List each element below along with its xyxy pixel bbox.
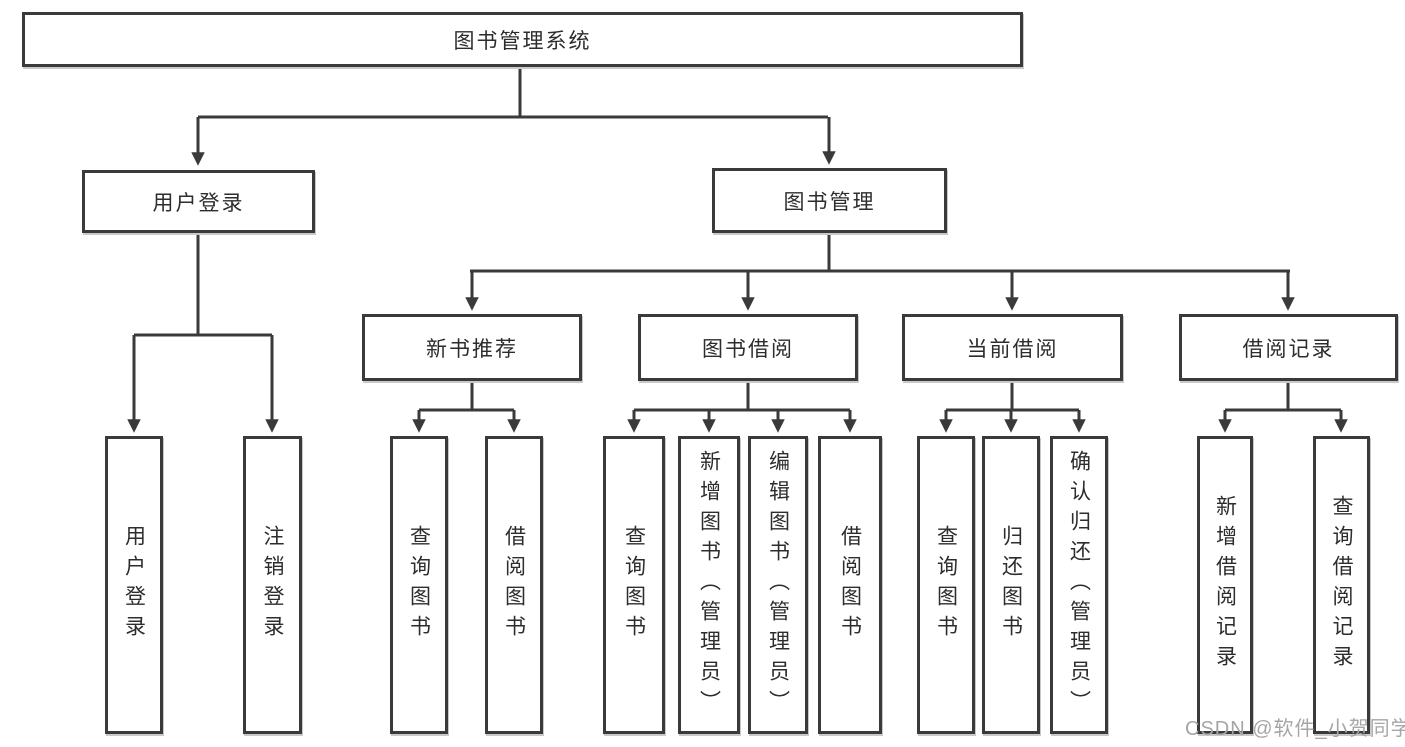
node-borrowing-records: 借阅记录 [1179,314,1398,381]
node-new-book-recommend: 新书推荐 [362,314,582,381]
node-label: 借阅记录 [1242,337,1335,361]
leaf-bb-query-books: 查询图书 [603,436,665,734]
leaf-cb-confirm-return-admin: 确认归还（管理员） [1050,436,1108,734]
csdn-watermark: CSDN @软件_小贺同学 [1185,718,1405,740]
leaf-logout: 注销登录 [243,436,302,734]
leaf-br-query-record: 查询借阅记录 [1313,436,1370,734]
leaf-label: 查询图书 [407,525,431,645]
leaf-label: 查询图书 [622,525,646,645]
leaf-label: 新增图书（管理员） [697,450,721,720]
leaf-label: 确认归还（管理员） [1067,450,1091,720]
leaf-label: 借阅图书 [838,525,862,645]
leaf-label: 查询借阅记录 [1330,495,1353,675]
leaf-cb-query-books: 查询图书 [917,436,975,734]
leaf-label: 编辑图书（管理员） [766,450,790,720]
leaf-label: 注销登录 [261,525,284,645]
node-book-management: 图书管理 [712,168,947,233]
leaf-nb-borrow-books: 借阅图书 [485,436,543,734]
leaf-cb-return-books: 归还图书 [982,436,1040,734]
leaf-bb-add-books-admin: 新增图书（管理员） [678,436,740,734]
node-library-system-root: 图书管理系统 [22,12,1023,67]
leaf-bb-borrow-books: 借阅图书 [818,436,882,734]
leaf-user-login: 用户登录 [105,436,163,734]
node-label: 用户登录 [152,191,245,215]
node-label: 图书管理系统 [453,29,592,53]
node-label: 图书管理 [783,190,876,214]
leaf-label: 新增借阅记录 [1213,495,1237,675]
leaf-label: 归还图书 [999,525,1023,645]
leaf-label: 用户登录 [122,525,146,645]
node-label: 图书借阅 [702,337,794,361]
node-user-login: 用户登录 [82,170,315,233]
leaf-br-add-record: 新增借阅记录 [1197,436,1253,734]
leaf-label: 查询图书 [934,525,958,645]
node-book-borrowing: 图书借阅 [638,314,858,381]
node-current-borrowing: 当前借阅 [902,314,1123,381]
leaf-nb-query-books: 查询图书 [390,436,448,734]
leaf-label: 借阅图书 [502,525,526,645]
leaf-bb-edit-books-admin: 编辑图书（管理员） [748,436,808,734]
node-label: 新书推荐 [426,337,518,361]
node-label: 当前借阅 [966,337,1059,361]
